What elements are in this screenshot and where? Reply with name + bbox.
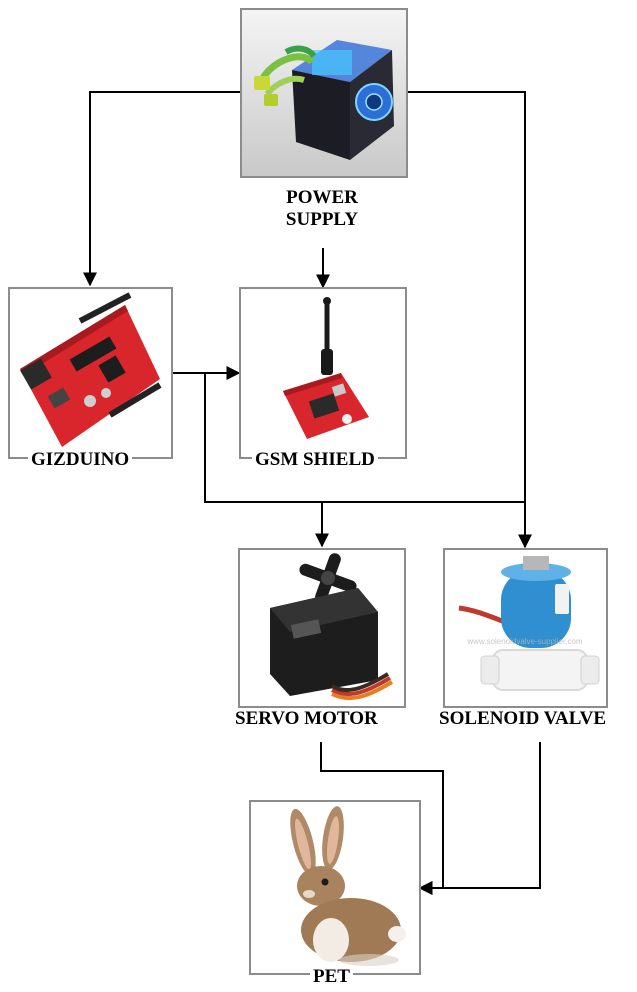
edge-power-to-gizduino [83,91,240,287]
power-supply-unit-icon [242,10,406,176]
solenoid-valve-box: www.solenoidvalve-supplier.com [443,548,608,708]
microcontroller-board-icon [20,292,162,447]
solenoid-valve-label: SOLENOID VALVE [436,708,610,730]
servo-motor-icon [270,553,394,700]
edge-power-to-solenoid [407,91,532,549]
gizduino-label: GIZDUINO [28,449,133,471]
servo-motor-label: SERVO MOTOR [232,708,381,730]
power-supply-label: POWER SUPPLY [270,187,374,231]
power-supply-box [240,8,408,178]
pet-box [249,800,421,975]
edge-solenoid-to-pet [418,742,541,895]
gsm-shield-box [239,287,407,459]
solenoid-valve-icon: www.solenoidvalve-supplier.com [458,556,600,691]
watermark-text: www.solenoidvalve-supplier.com [466,637,583,646]
gsm-module-icon [283,297,369,439]
rabbit-icon [290,806,406,966]
pet-label: PET [310,966,353,988]
servo-motor-box [238,548,406,708]
gsm-shield-label: GSM SHIELD [252,449,378,471]
gizduino-box [8,287,173,459]
edge-gizduino-bus [204,373,525,503]
